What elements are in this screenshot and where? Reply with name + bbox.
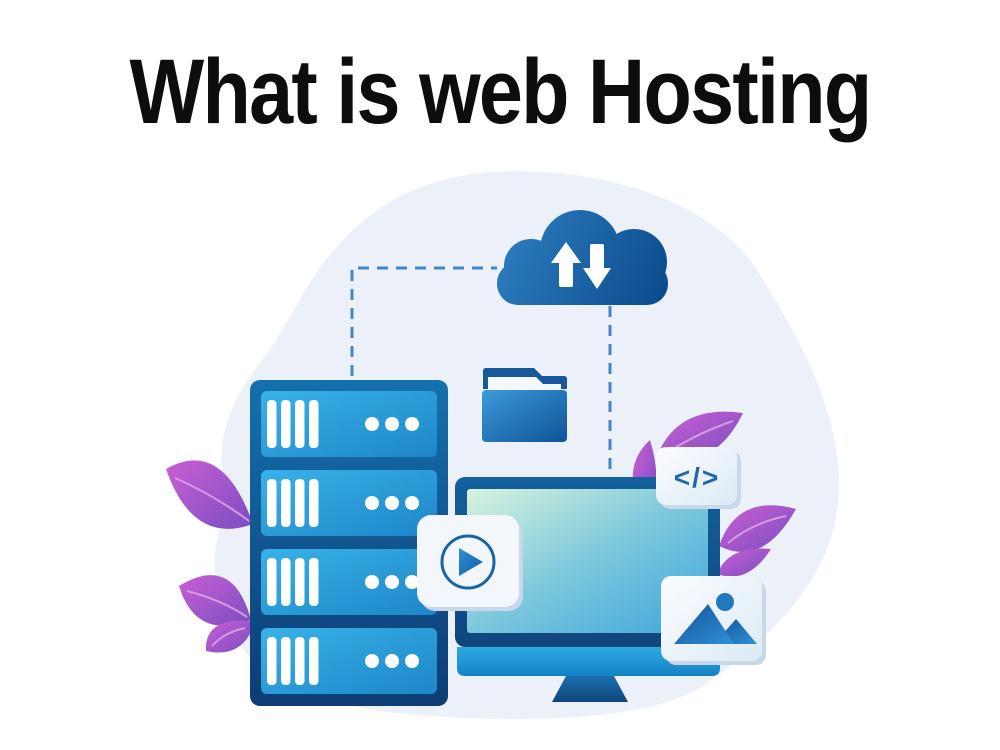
server-unit	[261, 391, 437, 457]
folder-icon	[482, 368, 567, 442]
server-unit	[261, 549, 437, 615]
image-card	[661, 576, 766, 665]
upload-arrow-icon	[551, 242, 581, 287]
code-icon: </>	[674, 462, 720, 493]
monitor	[455, 477, 720, 702]
monitor-screen	[467, 489, 708, 633]
server-rack	[250, 380, 448, 706]
monitor-stand	[552, 676, 628, 702]
image-icon	[674, 593, 757, 644]
server-unit	[261, 470, 437, 536]
code-card: </>	[656, 447, 741, 509]
download-arrow-icon	[583, 244, 611, 289]
leaves-left	[166, 460, 253, 653]
cloud-upload-download-icon	[497, 210, 668, 305]
server-unit	[261, 628, 437, 694]
page-title: What is web Hosting	[129, 41, 873, 143]
play-button-card	[417, 515, 523, 611]
dashed-connectors	[350, 266, 612, 476]
monitor-chin	[457, 647, 720, 676]
play-icon	[440, 534, 496, 590]
